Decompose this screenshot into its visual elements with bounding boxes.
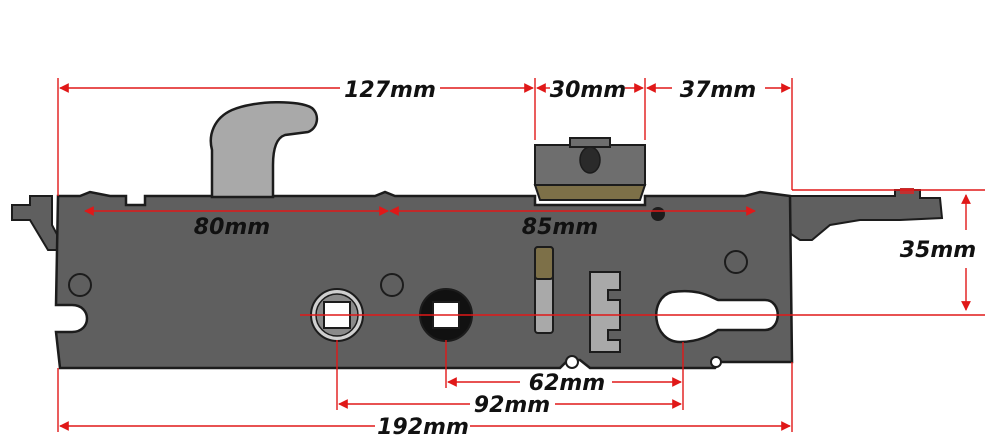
stepped-slot xyxy=(589,271,621,353)
label-37mm: 37mm xyxy=(680,78,756,103)
label-192mm: 192mm xyxy=(377,415,469,440)
vertical-slot xyxy=(534,246,554,334)
mount-hole-centre xyxy=(380,273,404,297)
cylinder-cutout xyxy=(655,289,779,344)
forend-marker xyxy=(900,188,914,194)
label-30mm: 30mm xyxy=(550,78,626,103)
deadbolt-hole xyxy=(579,146,601,174)
bottom-right-notch xyxy=(710,356,722,368)
lock-case xyxy=(11,188,944,370)
dimension-lines xyxy=(57,78,985,432)
label-35mm: 35mm xyxy=(900,238,976,263)
label-92mm: 92mm xyxy=(474,393,550,418)
mount-hole-left xyxy=(68,273,92,297)
mount-hole-right xyxy=(724,250,748,274)
label-127mm: 127mm xyxy=(344,78,436,103)
label-62mm: 62mm xyxy=(529,371,605,396)
label-85mm: 85mm xyxy=(522,215,598,240)
hook-latch xyxy=(209,101,319,199)
deadbolt xyxy=(533,137,647,201)
label-80mm: 80mm xyxy=(194,215,270,240)
right-forend-tab xyxy=(787,189,944,241)
bottom-notch xyxy=(565,355,579,369)
left-forend-tab xyxy=(11,195,61,251)
screw-dot xyxy=(651,207,665,221)
